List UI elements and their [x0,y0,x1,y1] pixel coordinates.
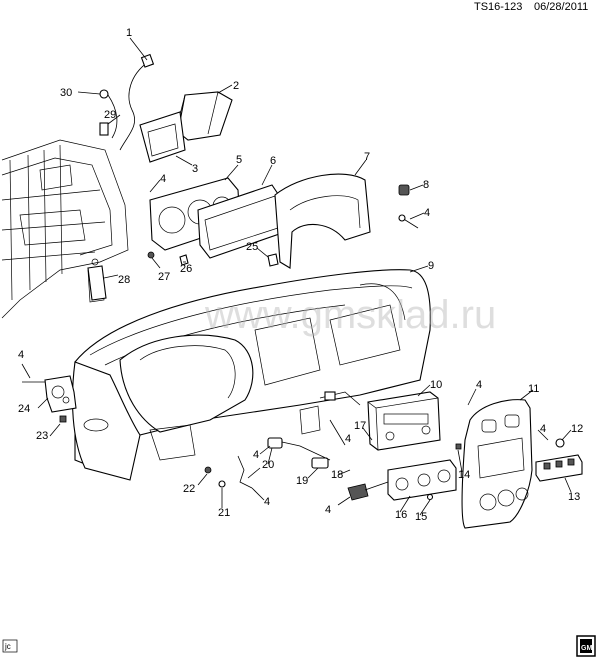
small-fasteners [87,184,419,301]
svg-text:GM: GM [581,645,592,652]
watermark-text: www.gmsklad.ru [204,293,496,337]
callout-18: 18 [331,469,343,481]
callout-4f: 4 [253,449,259,461]
callout-28: 28 [118,274,130,286]
callout-4b: 4 [424,207,430,219]
instrument-cluster-group [149,173,371,269]
center-bezel [461,399,533,529]
cowl-structure [1,139,129,319]
callout-8: 8 [423,179,429,191]
callout-14: 14 [458,469,470,481]
callout-4g: 4 [345,433,351,445]
callout-21: 21 [218,507,230,519]
callout-4h: 4 [325,504,331,516]
callout-labels: 1 2 3 4 5 6 7 8 4 9 10 4 11 4 12 13 14 1… [18,27,583,523]
callout-15: 15 [415,511,427,523]
callout-6: 6 [270,155,276,167]
callout-3: 3 [192,163,198,175]
radio-unit [319,391,441,451]
callout-12: 12 [571,423,583,435]
hvac-control [347,459,457,501]
callout-9: 9 [428,260,434,272]
callout-13: 13 [568,491,580,503]
callout-24: 24 [18,403,30,415]
callout-4e: 4 [18,349,24,361]
diagram-date: 06/28/2011 [534,1,588,13]
callout-5: 5 [236,154,242,166]
callout-25: 25 [246,241,258,253]
gm-logo-icon: GM [576,635,596,657]
callout-16: 16 [395,509,407,521]
callout-22: 22 [183,483,195,495]
switch-bank [535,438,583,482]
callout-4i: 4 [264,496,270,508]
callout-2: 2 [233,80,239,92]
callout-1: 1 [126,27,132,39]
callout-10: 10 [430,379,442,391]
diagram-code: TS16-123 [474,1,522,13]
harness-module-assembly [99,53,233,163]
switch-assorted [22,375,462,501]
callout-23: 23 [36,430,48,442]
corner-mark-text: jc [4,642,11,651]
callout-7: 7 [364,151,370,163]
callout-20: 20 [262,459,274,471]
callout-11: 11 [528,383,539,395]
callout-30: 30 [60,87,72,99]
callout-19: 19 [296,475,308,487]
corner-mark: jc [2,639,18,653]
callout-27: 27 [158,271,170,283]
callout-17: 17 [354,420,366,432]
leader-lines [21,37,572,516]
callout-29: 29 [104,109,116,121]
instrument-panel-carrier [71,269,431,481]
callout-26: 26 [180,263,192,275]
callout-4: 4 [160,173,166,185]
callout-4d: 4 [540,423,546,435]
callout-4c: 4 [476,379,482,391]
